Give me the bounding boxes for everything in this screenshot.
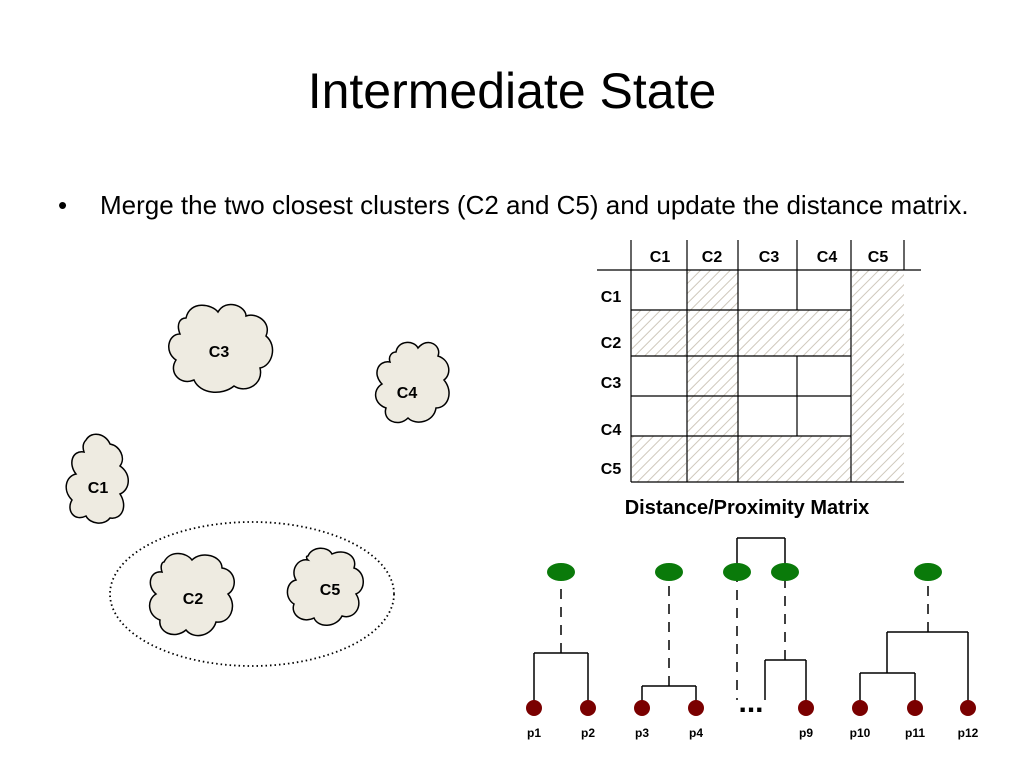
leaf-label-p2: p2	[581, 726, 595, 740]
leaf-label-p9: p9	[799, 726, 813, 740]
cluster-c4: C4	[374, 341, 450, 424]
cluster-c4-label: C4	[397, 385, 418, 402]
cluster-c2-label: C2	[183, 591, 204, 608]
leaf-p2	[580, 700, 596, 716]
cluster-c1-shape	[65, 433, 129, 524]
matrix-col-header-c2: C2	[702, 249, 723, 266]
bullet-text: Merge the two closest clusters (C2 and C…	[100, 190, 969, 220]
dendrogram-top-nodes	[547, 563, 942, 581]
matrix-col-header-c1: C1	[650, 249, 671, 266]
leaf-label-p1: p1	[527, 726, 541, 740]
hatch-row-c5-right	[739, 436, 851, 482]
matrix-col-header-c4: C4	[817, 249, 838, 266]
cluster-c1-label: C1	[88, 480, 109, 497]
top-node-1	[547, 563, 575, 581]
cluster-c5: C5	[286, 547, 364, 626]
proximity-matrix: C1 C2 C3 C4 C5 C1 C2 C3 C4 C5 Distance/P…	[597, 240, 921, 519]
cluster-c1: C1	[65, 433, 129, 524]
leaf-p10	[852, 700, 868, 716]
hatch-col-c2	[687, 270, 738, 482]
matrix-row-header-c1: C1	[601, 289, 622, 306]
hatch-row-c2-right	[739, 310, 851, 356]
bullet-marker: •	[58, 190, 68, 220]
leaf-label-p10: p10	[850, 726, 871, 740]
leaf-label-p3: p3	[635, 726, 649, 740]
matrix-row-header-c2: C2	[601, 335, 622, 352]
cluster-c3: C3	[168, 303, 274, 393]
top-node-2	[655, 563, 683, 581]
matrix-col-header-c5: C5	[868, 249, 889, 266]
matrix-col-header-c3: C3	[759, 249, 780, 266]
hatch-row-c2	[632, 310, 686, 356]
leaf-label-p4: p4	[689, 726, 703, 740]
leaf-p4	[688, 700, 704, 716]
leaf-p1	[526, 700, 542, 716]
leaf-p9	[798, 700, 814, 716]
dendrogram	[533, 537, 969, 708]
hatch-col-c5	[852, 270, 904, 482]
merge-ellipse	[109, 521, 395, 667]
leaf-label-p11: p11	[905, 726, 925, 740]
top-node-3	[723, 563, 751, 581]
leaf-p12	[960, 700, 976, 716]
cluster-c3-label: C3	[209, 344, 230, 361]
matrix-row-header-c3: C3	[601, 375, 622, 392]
matrix-row-header-c4: C4	[601, 422, 622, 439]
cluster-c2-shape	[148, 552, 235, 637]
cluster-c5-shape	[286, 547, 364, 626]
top-node-5	[914, 563, 942, 581]
matrix-row-header-c5: C5	[601, 461, 622, 478]
leaf-p11	[907, 700, 923, 716]
leaf-labels: p1 p2 p3 p4 p9 p10 p11 p12	[527, 726, 979, 740]
cluster-c4-shape	[374, 341, 450, 424]
cluster-c2: C2	[148, 552, 235, 637]
leaf-p3	[634, 700, 650, 716]
dendrogram-leaves	[526, 700, 976, 716]
matrix-grid	[597, 240, 921, 483]
matrix-caption: Distance/Proximity Matrix	[625, 497, 870, 519]
cluster-c3-shape	[168, 303, 274, 393]
leaf-label-p12: p12	[958, 726, 979, 740]
hatch-row-c5	[632, 436, 686, 482]
cluster-c5-label: C5	[320, 582, 341, 599]
slide-title: Intermediate State	[307, 63, 717, 119]
top-node-4	[771, 563, 799, 581]
dendrogram-ellipsis: ...	[738, 686, 763, 719]
